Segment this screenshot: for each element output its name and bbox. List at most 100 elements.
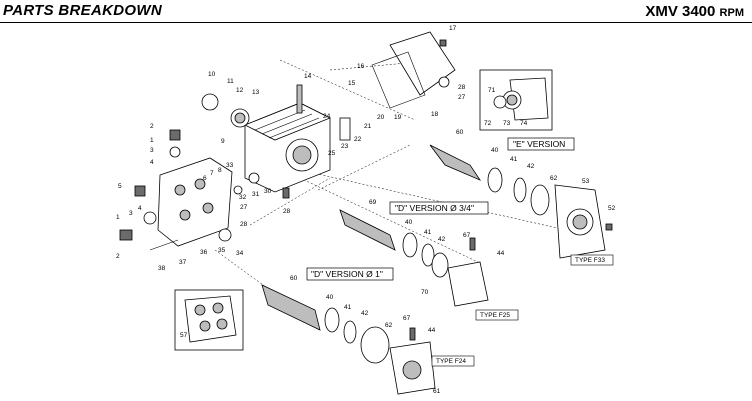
callout: 25: [328, 150, 336, 157]
callout: 15: [348, 80, 356, 87]
d34-version-label: "D" VERSION Ø 3/4": [395, 203, 474, 213]
callout: 62: [550, 175, 558, 182]
callout: 44: [497, 250, 505, 257]
callout: 35: [218, 247, 226, 254]
callout: 21: [364, 123, 372, 130]
callout: 2: [150, 123, 154, 130]
callout: 36: [200, 249, 208, 256]
e-version-box: [507, 137, 575, 151]
callout: 73: [503, 120, 511, 127]
callout: 19: [394, 114, 402, 121]
callout: 27: [458, 94, 466, 101]
callout: 41: [510, 156, 518, 163]
model-name: XMV 3400: [645, 3, 716, 20]
type-f33-label: TYPE F33: [575, 257, 605, 264]
inset-detail-e: [479, 69, 553, 131]
d1-version-box: [306, 267, 394, 281]
callout: 71: [488, 87, 496, 94]
type-f24-label: TYPE F24: [436, 358, 466, 365]
callout: 60: [456, 129, 464, 136]
callout: 23: [341, 143, 349, 150]
d34-version-box: [389, 201, 489, 215]
type-f24-box: [431, 355, 475, 367]
model-unit: RPM: [719, 7, 744, 19]
callout: 3: [129, 210, 133, 217]
d1-version-label: "D" VERSION Ø 1": [311, 269, 383, 279]
callout: 37: [179, 259, 187, 266]
callout: 1: [150, 137, 154, 144]
callout: 5: [118, 183, 122, 190]
callout: 33: [226, 162, 234, 169]
callout: 60: [290, 275, 298, 282]
callout: 4: [138, 205, 142, 212]
callout: 11: [227, 78, 234, 85]
callout: 6: [203, 175, 207, 182]
page-title: PARTS BREAKDOWN: [3, 2, 162, 19]
version-boxes: "E" VERSION "D" VERSION Ø 3/4" "D" VERSI…: [306, 137, 614, 367]
callout: 40: [491, 147, 499, 154]
callout: 28: [283, 208, 291, 215]
callout: 62: [385, 322, 393, 329]
callout: 2: [116, 253, 120, 260]
callout: 31: [252, 191, 260, 198]
callout: 17: [449, 25, 457, 32]
type-f25-label: TYPE F25: [480, 312, 510, 319]
callout: 20: [377, 114, 385, 121]
callout: 22: [354, 136, 362, 143]
callout: 69: [369, 199, 377, 206]
callout: 42: [438, 236, 446, 243]
callout: 61: [433, 388, 441, 395]
callout: 42: [527, 163, 535, 170]
callout: 42: [361, 310, 369, 317]
callout: 34: [236, 250, 244, 257]
callout: 41: [344, 304, 352, 311]
callout: 24: [323, 113, 331, 120]
callout: 10: [208, 71, 216, 78]
callout: 14: [304, 73, 312, 80]
callout: 16: [357, 63, 365, 70]
inset-detail-manifold: [174, 289, 244, 351]
crankcase: [244, 102, 331, 193]
type-f25-box: [475, 309, 519, 321]
d1-version-shaft: [261, 284, 436, 395]
e-version-shaft: [429, 144, 606, 259]
callout: 41: [424, 229, 432, 236]
callout: 44: [428, 327, 436, 334]
header-rule: [0, 22, 752, 23]
callout: 67: [463, 232, 471, 239]
manifold-head: [157, 157, 233, 247]
callout: 67: [403, 315, 411, 322]
callout: 28: [240, 221, 248, 228]
callout: 70: [421, 289, 429, 296]
callout: 30: [264, 188, 272, 195]
header: PARTS BREAKDOWN XMV 3400 RPM: [0, 0, 752, 24]
callout: 38: [158, 265, 166, 272]
callout: 4: [150, 159, 154, 166]
part-callouts: 17 16 14 10 11 12 13 15 28 27 18 19 20 2…: [116, 25, 616, 395]
d34-version-shaft: [339, 209, 489, 307]
callout: 9: [221, 138, 225, 145]
callout: 13: [252, 89, 260, 96]
callout: 72: [484, 120, 492, 127]
rear-cover: [371, 31, 456, 109]
callout: 8: [218, 167, 222, 174]
type-f33-box: [570, 254, 614, 266]
callout: 74: [520, 120, 528, 127]
callout: 27: [240, 204, 248, 211]
callout: 52: [608, 205, 616, 212]
model-title: XMV 3400 RPM: [645, 3, 744, 20]
small-parts: [119, 39, 613, 341]
callout: 53: [582, 178, 590, 185]
callout: 3: [150, 147, 154, 154]
callout: 18: [431, 111, 439, 118]
callout: 7: [210, 170, 214, 177]
callout: 1: [116, 214, 120, 221]
callout: 28: [458, 84, 466, 91]
callout: 12: [236, 87, 244, 94]
callout: 57: [180, 332, 188, 339]
callout: 40: [405, 219, 413, 226]
callout: 40: [326, 294, 334, 301]
callout: 32: [239, 194, 247, 201]
e-version-label: "E" VERSION: [513, 139, 565, 149]
